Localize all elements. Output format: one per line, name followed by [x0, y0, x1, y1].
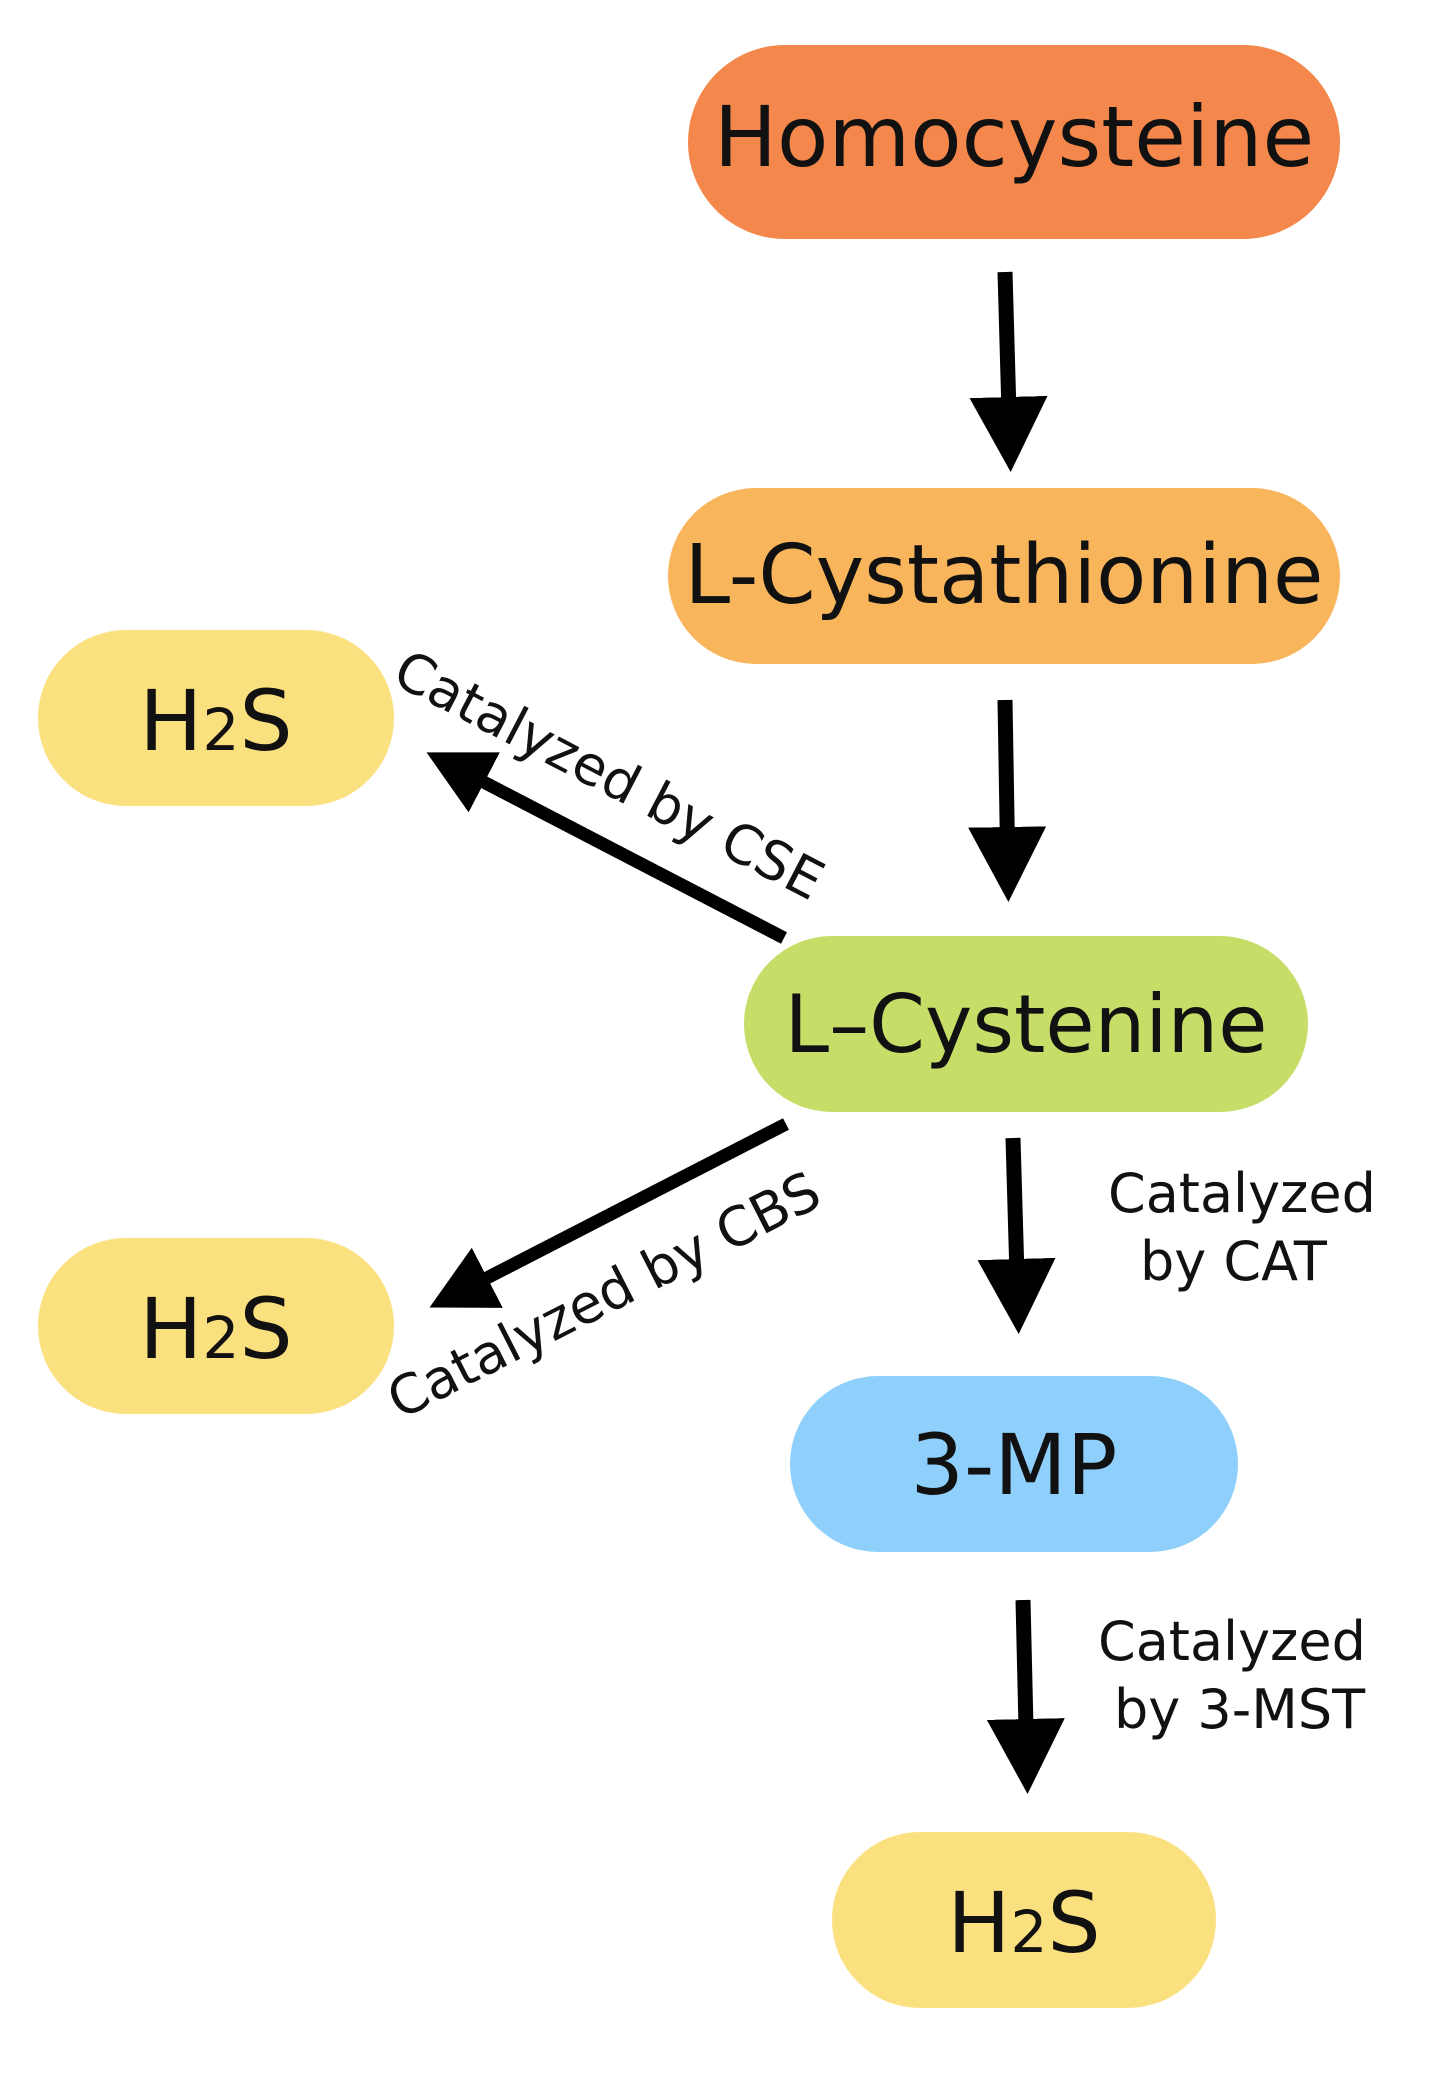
label-catalyzed-by-mst-line1: Catalyzed [1098, 1610, 1366, 1673]
cystathionine-label: L-Cystathionine [685, 528, 1324, 623]
node-homocysteine: Homocysteine [688, 45, 1340, 239]
label-catalyzed-by-cbs: Catalyzed by CBS [377, 1159, 830, 1431]
arrow-cysteine-to-3mp [977, 1137, 1056, 1334]
cystathionine-pill [668, 488, 1340, 664]
h2s-top-pill [38, 630, 394, 806]
h2s-bottom-label: H2S [947, 1874, 1100, 1972]
node-3mp: 3-MP [790, 1376, 1238, 1552]
arrow-cysteine-to-h2s-mid [429, 1118, 789, 1308]
cysteine-label: L–Cystenine [785, 978, 1268, 1071]
mp-label: 3-MP [911, 1416, 1118, 1514]
h2s-bottom-pill [832, 1832, 1216, 2008]
node-h2s-mid: H2S [38, 1238, 394, 1414]
cysteine-pill [744, 936, 1308, 1112]
node-h2s-bottom: H2S [832, 1832, 1216, 2008]
homocysteine-label: Homocysteine [714, 88, 1314, 186]
node-cystathionine: L-Cystathionine [668, 488, 1340, 664]
node-cysteine: L–Cystenine [744, 936, 1308, 1112]
label-catalyzed-by-cat-line1: Catalyzed [1108, 1162, 1376, 1225]
arrow-homocysteine-to-cystathionine [969, 271, 1048, 472]
label-catalyzed-by-mst-line2: by 3-MST [1114, 1678, 1366, 1741]
arrow-cystathionine-to-cysteine [968, 699, 1047, 902]
h2s-mid-pill [38, 1238, 394, 1414]
homocysteine-pill [688, 45, 1340, 239]
h2s-mid-label: H2S [139, 1280, 292, 1378]
mp-pill [790, 1376, 1238, 1552]
node-h2s-top: H2S [38, 630, 394, 806]
label-catalyzed-by-cse: Catalyzed by CSE [384, 638, 834, 913]
arrow-3mp-to-h2s-bottom [986, 1599, 1065, 1794]
arrow-cysteine-to-h2s-top [426, 752, 787, 944]
label-catalyzed-by-cat-line2: by CAT [1140, 1230, 1328, 1293]
h2s-top-label: H2S [139, 672, 292, 770]
